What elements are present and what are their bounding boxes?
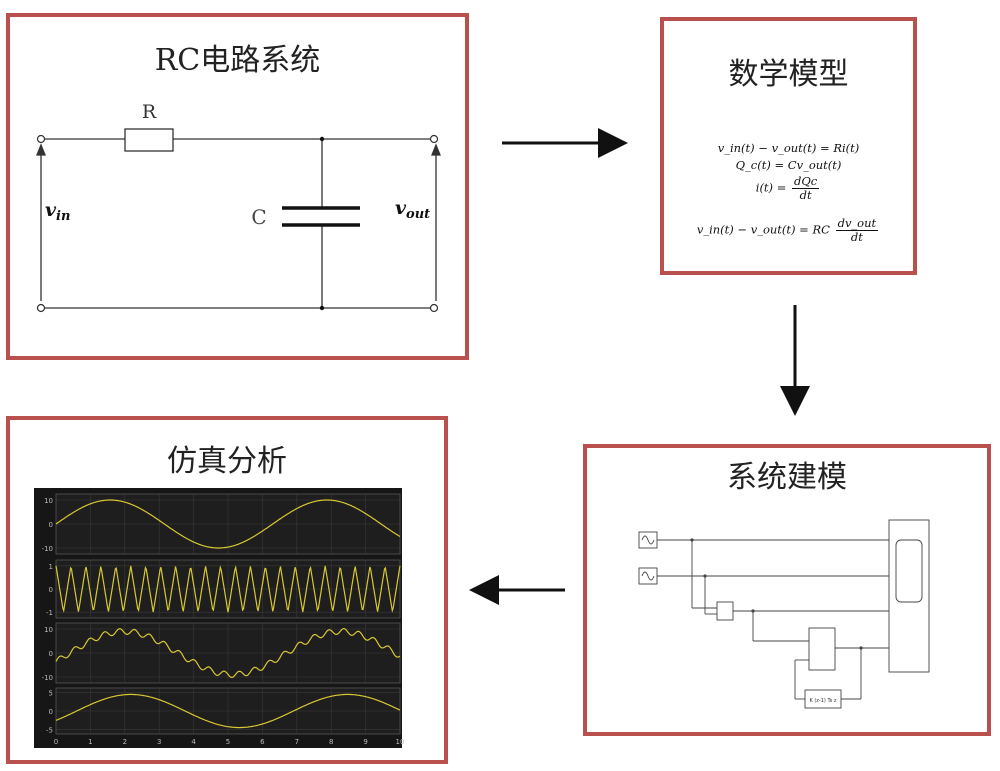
integrator-block bbox=[808, 627, 836, 671]
scope-trace bbox=[55, 565, 401, 613]
system-model-panel: 系统建模 bbox=[583, 444, 991, 736]
x-tick-label: 10 bbox=[396, 738, 405, 746]
scope-trace bbox=[55, 499, 401, 549]
y-tick-label: 0 bbox=[49, 708, 53, 716]
x-tick-label: 4 bbox=[191, 738, 196, 746]
x-tick-label: 7 bbox=[295, 738, 299, 746]
panel-title-math: 数学模型 bbox=[728, 57, 849, 92]
y-tick-label: -1 bbox=[46, 609, 53, 617]
scope-trace bbox=[55, 627, 401, 678]
y-tick-label: 1 bbox=[49, 563, 53, 571]
y-tick-label: 10 bbox=[44, 626, 53, 634]
derivative-block-label: K (z-1) Ts z bbox=[809, 698, 836, 704]
resistor-label: R bbox=[142, 101, 157, 123]
rc-circuit-panel: RC电路系统 bbox=[6, 13, 469, 360]
terminal bbox=[36, 134, 46, 144]
x-tick-label: 8 bbox=[329, 738, 333, 746]
math-model-panel: 数学模型 v_in(t) − v_out(t) = Ri(t) Q_c(t) =… bbox=[660, 17, 917, 275]
panel-title-sys: 系统建模 bbox=[727, 460, 847, 495]
capacitor-symbol bbox=[282, 206, 360, 227]
y-tick-label: -10 bbox=[42, 545, 53, 553]
x-tick-label: 6 bbox=[260, 738, 265, 746]
y-tick-label: 5 bbox=[49, 690, 53, 698]
y-tick-label: 0 bbox=[49, 650, 53, 658]
panel-title-sim: 仿真分析 bbox=[167, 444, 287, 479]
terminal bbox=[429, 134, 439, 144]
sum-block bbox=[716, 601, 734, 621]
x-tick-label: 3 bbox=[157, 738, 161, 746]
y-tick-label: -10 bbox=[42, 674, 53, 682]
x-tick-label: 1 bbox=[88, 738, 92, 746]
x-tick-label: 9 bbox=[363, 738, 367, 746]
resistor-symbol bbox=[124, 128, 174, 152]
terminal bbox=[36, 303, 46, 313]
equation-2: Q_c(t) = Cv_out(t) bbox=[735, 158, 842, 172]
y-tick-label: -5 bbox=[46, 726, 53, 734]
panel-title-rc: RC电路系统 bbox=[154, 43, 321, 78]
y-tick-label: 0 bbox=[49, 521, 53, 529]
y-tick-label: 0 bbox=[49, 586, 53, 594]
y-tick-label: 10 bbox=[44, 497, 53, 505]
simulink-diagram: K (z-1) Ts z bbox=[638, 519, 930, 709]
vout-label: vout bbox=[395, 197, 430, 222]
x-tick-label: 2 bbox=[123, 738, 127, 746]
x-tick-label: 0 bbox=[54, 738, 58, 746]
terminal bbox=[429, 303, 439, 313]
x-tick-label: 5 bbox=[226, 738, 230, 746]
scope-trace bbox=[55, 693, 401, 729]
vin-label: vin bbox=[45, 199, 70, 224]
rc-circuit-diagram: R C vin vout bbox=[36, 101, 441, 313]
capacitor-label: C bbox=[251, 205, 266, 229]
equation-1: v_in(t) − v_out(t) = Ri(t) bbox=[717, 141, 860, 155]
